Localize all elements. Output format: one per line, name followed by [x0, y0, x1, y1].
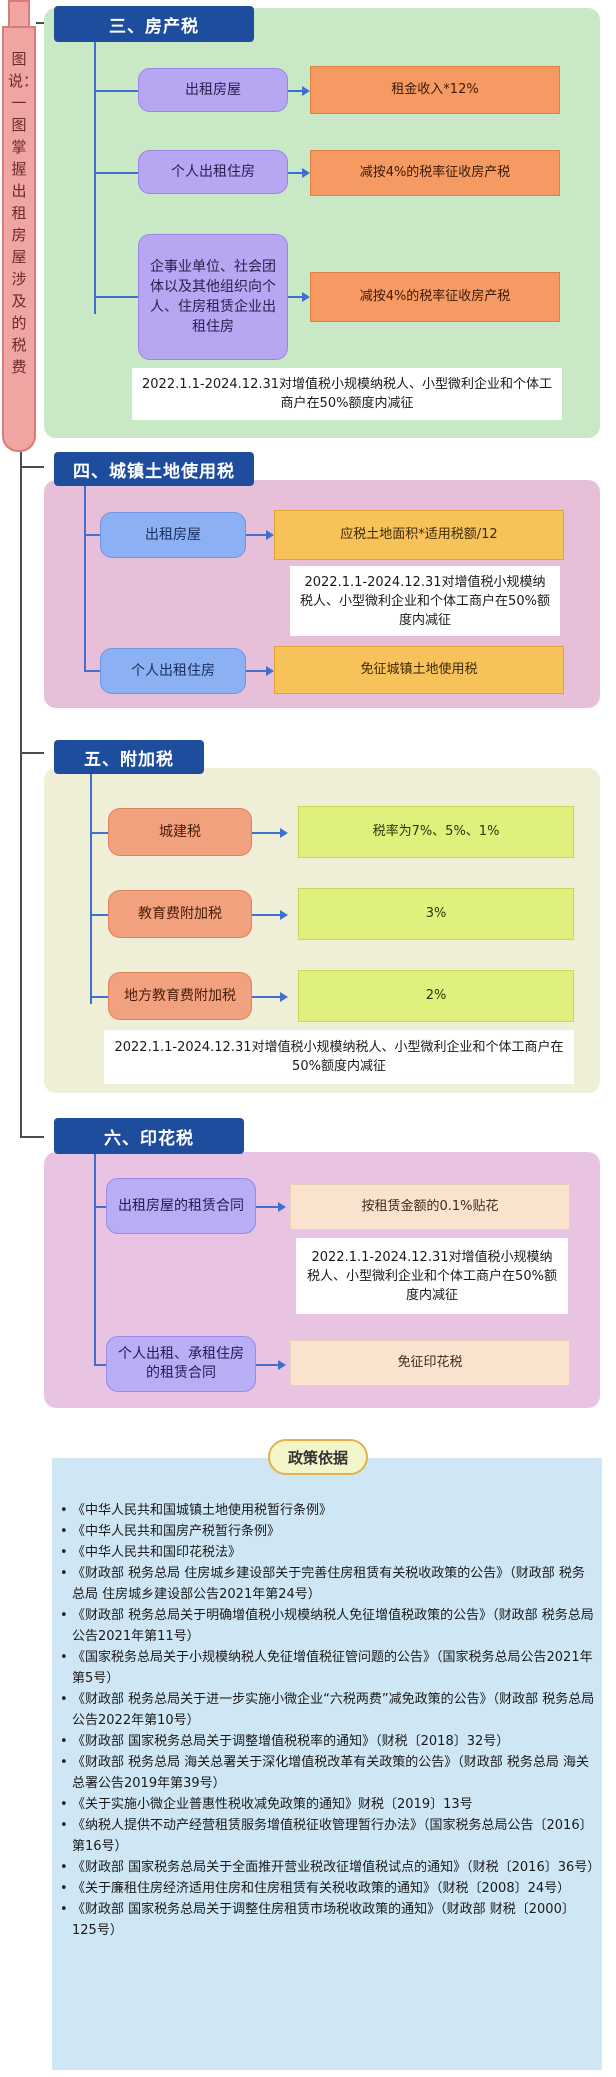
tree-branch — [94, 1206, 108, 1208]
policy-item: 《财政部 税务总局 海关总署关于深化增值税改革有关政策的公告》（财政部 税务总局… — [60, 1752, 596, 1794]
row-right: 减按4%的税率征收房产税 — [310, 272, 560, 322]
section-header-surcharge: 五、附加税 — [54, 740, 204, 774]
policy-item: 《财政部 税务总局关于明确增值税小规模纳税人免征增值税政策的公告》（财政部 税务… — [60, 1605, 596, 1647]
row-left: 地方教育费附加税 — [108, 972, 252, 1020]
policy-list: 《中华人民共和国城镇土地使用税暂行条例》 《中华人民共和国房产税暂行条例》 《中… — [60, 1500, 600, 1941]
section-header-land-use-tax: 四、城镇土地使用税 — [54, 452, 254, 486]
arrow-icon — [280, 992, 288, 1002]
side-title-box — [2, 26, 36, 452]
arrow-line — [288, 90, 304, 92]
row-left: 企事业单位、社会团体以及其他组织向个人、住房租赁企业出租住房 — [138, 234, 288, 360]
arrow-icon — [266, 530, 274, 540]
side-title: 图说：一图掌握出租房屋涉及的税费 — [8, 50, 39, 376]
tree-line — [94, 1154, 96, 1366]
reduction-note: 2022.1.1-2024.12.31对增值税小规模纳税人、小型微利企业和个体工… — [132, 368, 562, 420]
arrow-line — [252, 832, 282, 834]
tree-branch — [90, 996, 110, 998]
row-right: 按租赁金额的0.1%贴花 — [290, 1184, 570, 1230]
arrow-line — [246, 670, 268, 672]
row-left: 个人出租住房 — [100, 648, 246, 694]
arrow-line — [252, 996, 282, 998]
policy-title: 政策依据 — [268, 1439, 368, 1475]
reduction-note: 2022.1.1-2024.12.31对增值税小规模纳税人、小型微利企业和个体工… — [296, 1238, 568, 1314]
arrow-icon — [302, 86, 310, 96]
row-left: 个人出租住房 — [138, 150, 288, 194]
row-right: 2% — [298, 970, 574, 1022]
tree-branch — [84, 534, 102, 536]
row-left: 个人出租、承租住房的租赁合同 — [106, 1336, 256, 1392]
section-header-property-tax: 三、房产税 — [54, 6, 254, 42]
side-title-top — [8, 0, 30, 28]
arrow-line — [256, 1206, 280, 1208]
arrow-icon — [278, 1360, 286, 1370]
arrow-line — [288, 172, 304, 174]
tree-branch — [94, 172, 138, 174]
row-left: 城建税 — [108, 808, 252, 856]
policy-item: 《财政部 国家税务总局关于全面推开营业税改征增值税试点的通知》（财税〔2016〕… — [60, 1857, 600, 1878]
tree-line — [94, 42, 96, 314]
connector-s5 — [20, 752, 44, 754]
arrow-icon — [266, 666, 274, 676]
policy-item: 《财政部 国家税务总局关于调整住房租赁市场税收政策的通知》（财政部 财税〔200… — [60, 1899, 596, 1941]
tree-branch — [94, 1364, 108, 1366]
reduction-note: 2022.1.1-2024.12.31对增值税小规模纳税人、小型微利企业和个体工… — [290, 566, 560, 636]
row-right: 免征印花税 — [290, 1340, 570, 1386]
arrow-icon — [278, 1202, 286, 1212]
tree-branch — [94, 90, 138, 92]
row-left: 教育费附加税 — [108, 890, 252, 938]
policy-item: 《关于廉租住房经济适用住房和住房租赁有关税收政策的通知》（财税〔2008〕24号… — [60, 1878, 596, 1899]
tree-branch — [84, 670, 102, 672]
arrow-icon — [302, 292, 310, 302]
connector-s4 — [20, 466, 44, 468]
policy-item: 《关于实施小微企业普惠性税收减免政策的通知》财税〔2019〕13号 — [60, 1794, 596, 1815]
policy-item: 《中华人民共和国房产税暂行条例》 — [60, 1521, 596, 1542]
arrow-line — [246, 534, 268, 536]
arrow-line — [288, 296, 304, 298]
policy-item: 《财政部 税务总局关于进一步实施小微企业“六税两费”减免政策的公告》（财政部 税… — [60, 1689, 596, 1731]
section-header-stamp-tax: 六、印花税 — [54, 1118, 244, 1154]
tree-branch — [90, 914, 110, 916]
arrow-icon — [280, 828, 288, 838]
arrow-icon — [302, 168, 310, 178]
row-left: 出租房屋 — [138, 68, 288, 112]
tree-line — [90, 774, 92, 1004]
spine-line — [20, 452, 22, 1138]
row-right: 租金收入*12% — [310, 66, 560, 114]
tree-branch — [90, 832, 110, 834]
policy-item: 《财政部 国家税务总局关于调整增值税税率的通知》（财税〔2018〕32号） — [60, 1731, 596, 1752]
row-left: 出租房屋 — [100, 512, 246, 558]
row-right: 3% — [298, 888, 574, 940]
arrow-line — [252, 914, 282, 916]
arrow-line — [256, 1364, 280, 1366]
row-left: 出租房屋的租赁合同 — [106, 1178, 256, 1234]
policy-item: 《纳税人提供不动产经营租赁服务增值税征收管理暂行办法》（国家税务总局公告〔201… — [60, 1815, 596, 1857]
row-right: 应税土地面积*适用税额/12 — [274, 510, 564, 560]
policy-item: 《中华人民共和国城镇土地使用税暂行条例》 — [60, 1500, 596, 1521]
tree-line — [84, 486, 86, 672]
policy-item: 《财政部 税务总局 住房城乡建设部关于完善住房租赁有关税收政策的公告》（财政部 … — [60, 1563, 596, 1605]
row-right: 税率为7%、5%、1% — [298, 806, 574, 858]
tree-branch — [94, 296, 138, 298]
arrow-icon — [280, 910, 288, 920]
connector-s6 — [20, 1136, 44, 1138]
policy-item: 《中华人民共和国印花税法》 — [60, 1542, 596, 1563]
row-right: 免征城镇土地使用税 — [274, 646, 564, 694]
policy-item: 《国家税务总局关于小规模纳税人免征增值税征管问题的公告》（国家税务总局公告202… — [60, 1647, 596, 1689]
reduction-note: 2022.1.1-2024.12.31对增值税小规模纳税人、小型微利企业和个体工… — [104, 1030, 574, 1084]
row-right: 减按4%的税率征收房产税 — [310, 150, 560, 196]
